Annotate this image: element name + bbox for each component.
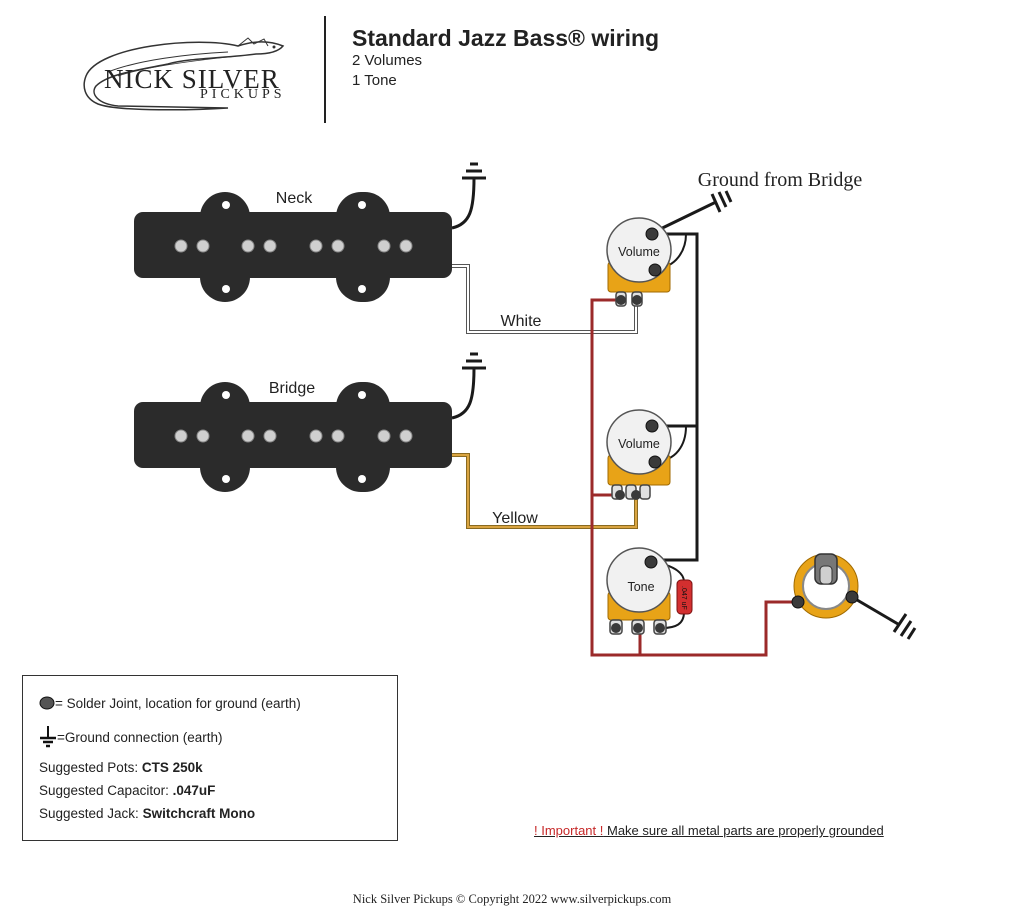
- legend-solder-joint: = Solder Joint, location for ground (ear…: [39, 696, 301, 711]
- iguana-logo: [83, 37, 285, 111]
- legend-capacitor: Suggested Capacitor: .047uF: [39, 783, 216, 798]
- output-jack: [791, 553, 859, 619]
- capacitor-value-label: .047 uF: [680, 586, 687, 610]
- legend-ground-connection: =Ground connection (earth): [39, 726, 222, 748]
- logo-subtext: PICKUPS: [200, 87, 286, 102]
- volume-pot-neck: [606, 217, 672, 307]
- red-wire-jack: [640, 600, 798, 657]
- bridge-pickup: [134, 382, 452, 492]
- capacitor: [676, 579, 693, 615]
- ground-symbol-neck: [462, 162, 486, 180]
- tone-pot: [606, 547, 672, 635]
- subtitle-volumes: 2 Volumes: [352, 52, 423, 69]
- volume-pot-bridge: [606, 409, 672, 500]
- ground-icon: [40, 726, 56, 748]
- header-divider: [324, 16, 326, 123]
- logo-text: NICK SILVER: [104, 64, 280, 94]
- legend-jack: Suggested Jack: Switchcraft Mono: [39, 806, 256, 821]
- legend-box: = Solder Joint, location for ground (ear…: [22, 675, 398, 841]
- white-wire-label: White: [501, 313, 542, 330]
- tone-label: Tone: [627, 580, 654, 594]
- subtitle-tone: 1 Tone: [352, 72, 397, 89]
- bridge-ground-wire: [451, 367, 476, 420]
- bridge-label: Bridge: [269, 380, 315, 397]
- important-notice: ! Important ! Make sure all metal parts …: [534, 823, 884, 838]
- ground-from-bridge-label: Ground from Bridge: [698, 169, 863, 191]
- ground-bus-wire: [654, 232, 699, 562]
- red-wire-left: [590, 298, 642, 657]
- neck-ground-wire: [451, 177, 476, 230]
- important-marker: ! Important !: [534, 823, 604, 838]
- neck-pickup: [134, 192, 452, 302]
- neck-label: Neck: [276, 190, 313, 207]
- legend-pots: Suggested Pots: CTS 250k: [39, 760, 203, 775]
- solder-joint-icon: [39, 696, 55, 710]
- yellow-wire-label: Yellow: [492, 510, 538, 527]
- ground-symbol-bridge: [462, 352, 486, 370]
- page-title: Standard Jazz Bass® wiring: [352, 25, 660, 51]
- important-text: Make sure all metal parts are properly g…: [603, 823, 884, 838]
- jack-ground-wire: [851, 595, 899, 626]
- ground-symbol-jack: [892, 613, 917, 640]
- ground-symbol-from-bridge: [710, 190, 733, 213]
- footer-copyright: Nick Silver Pickups © Copyright 2022 www…: [352, 892, 672, 906]
- volume-label-2: Volume: [618, 437, 660, 451]
- volume-label-1: Volume: [618, 245, 660, 259]
